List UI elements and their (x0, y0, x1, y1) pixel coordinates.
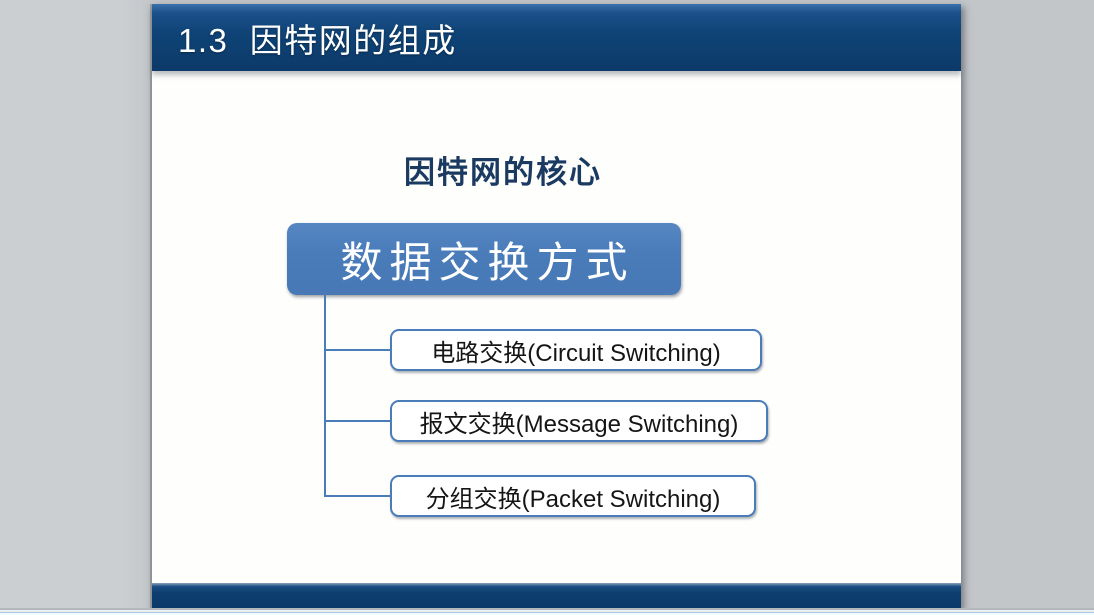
diagram-child-node-circuit-switching: 电路交换(Circuit Switching) (390, 329, 762, 371)
connector-branch-1 (324, 349, 390, 351)
connector-branch-2 (324, 420, 390, 422)
slide-header-bar: 1.3 因特网的组成 (152, 4, 961, 71)
slide-title: 1.3 因特网的组成 (178, 21, 457, 59)
slide-subtitle: 因特网的核心 (404, 155, 602, 190)
diagram-root-node: 数据交换方式 (287, 223, 681, 295)
slide-body: 因特网的核心 数据交换方式 电路交换(Circuit Switching) 报文… (152, 71, 961, 583)
diagram-child-label: 电路交换(Circuit Switching) (431, 339, 721, 367)
slide: 1.3 因特网的组成 因特网的核心 数据交换方式 电路交换(Circuit Sw… (152, 4, 961, 608)
diagram-child-node-packet-switching: 分组交换(Packet Switching) (390, 475, 756, 517)
connector-vertical-line (324, 291, 326, 496)
diagram-child-label: 分组交换(Packet Switching) (425, 485, 721, 513)
connector-branch-3 (324, 495, 390, 497)
diagram-child-node-message-switching: 报文交换(Message Switching) (390, 400, 768, 442)
page-bottom-strip (0, 608, 1094, 615)
diagram-child-label: 报文交换(Message Switching) (419, 410, 739, 438)
slide-footer-bar (152, 583, 961, 608)
diagram-root-label: 数据交换方式 (340, 240, 635, 287)
